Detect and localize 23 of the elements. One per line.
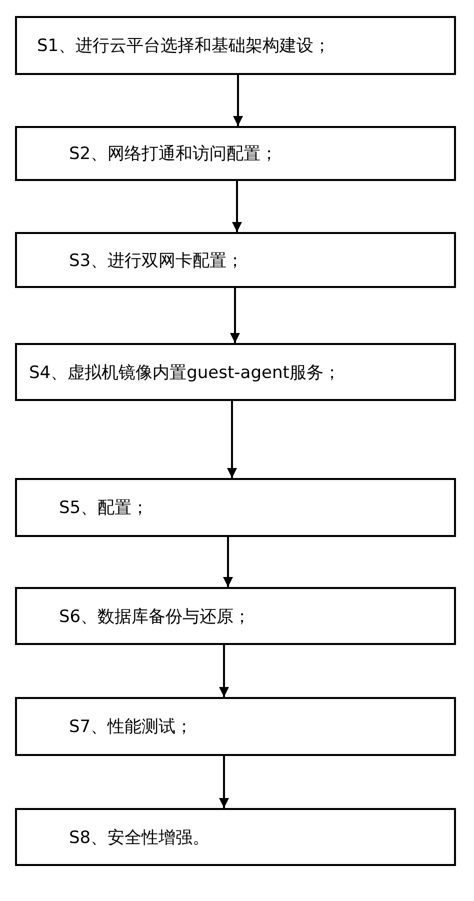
process-box [15, 697, 456, 756]
process-box [15, 808, 456, 866]
step-text: S6、数据库备份与还原； [59, 606, 251, 628]
arrow [233, 75, 243, 126]
step-text: S3、进行双网卡配置； [69, 250, 244, 272]
step-text: S2、网络打通和访问配置； [69, 143, 278, 165]
arrow [232, 181, 242, 232]
arrow [223, 537, 233, 587]
step-text: S1、进行云平台选择和基础架构建设； [37, 35, 331, 57]
process-box [15, 343, 456, 401]
arrow [227, 401, 237, 478]
process-box [15, 126, 456, 181]
step-text: S5、配置； [59, 497, 149, 519]
step-text: S8、安全性增强。 [69, 826, 210, 848]
step-text: S7、性能测试； [69, 716, 193, 738]
process-box [15, 478, 456, 537]
process-box [15, 232, 456, 288]
step-text: S4、虚拟机镜像内置guest-agent服务； [29, 362, 340, 384]
arrow [219, 645, 229, 697]
arrow [230, 288, 240, 343]
process-box [15, 587, 456, 645]
process-box [15, 16, 456, 75]
arrow [219, 756, 229, 808]
